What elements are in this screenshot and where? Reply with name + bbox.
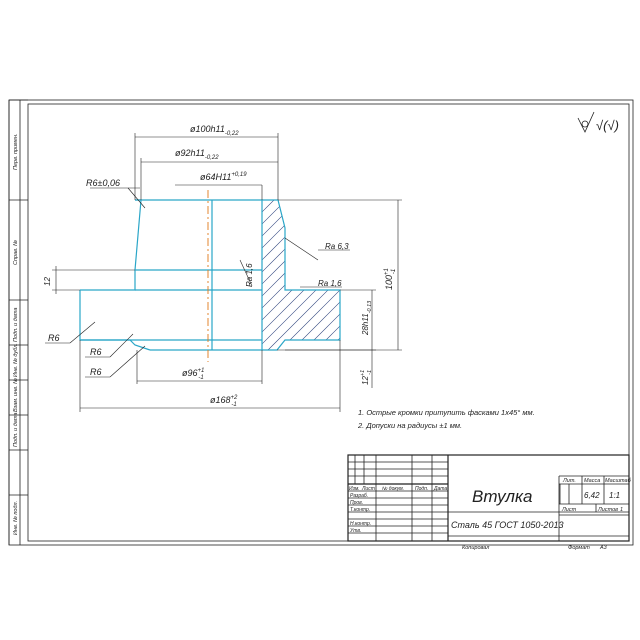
tb-sheet: Лист — [561, 507, 577, 513]
note-1: 1. Острые кромки притупить фасками 1х45°… — [358, 408, 535, 417]
side-stamp-column: Перв. примен. Справ. № Подп. и дата Инв.… — [8, 99, 28, 545]
tb-format: Формат — [568, 545, 590, 551]
tb-sheets-value: 1 — [620, 507, 623, 513]
tb-tkontr: Т.контр. — [350, 507, 370, 513]
tb-nkontr: Н.контр. — [350, 521, 371, 527]
stamp-label: Подп. и дата — [13, 308, 19, 342]
inner-frame — [27, 103, 630, 542]
dim-l28: 28h11-0,13 — [361, 300, 373, 336]
note-2: 2. Допуски на радиусы ±1 мм. — [357, 421, 462, 430]
dim-r6-c: R6 — [90, 367, 102, 377]
dim-d100: ø100h11-0,22 — [190, 124, 239, 137]
dim-d92: ø92h11-0,22 — [175, 148, 219, 161]
dim-l100: 100+1-1 — [384, 268, 397, 290]
dim-d64: ø64H11+0,19 — [200, 172, 247, 182]
stamp-label: Инв. № подл. — [13, 501, 19, 535]
tb-prov: Пров. — [350, 500, 363, 506]
stamp-label: Взам. инв. № — [13, 378, 19, 412]
tb-data: Дата — [433, 486, 447, 492]
tb-mass: Масса — [584, 478, 600, 484]
stamp-label: Перв. примен. — [13, 133, 19, 170]
title-block — [347, 454, 630, 542]
tb-lit: Лит. — [562, 478, 576, 484]
tb-format-value: А3 — [599, 545, 608, 551]
tb-mass-value: 6,42 — [584, 491, 600, 500]
stamp-label: Инв. № дубл. — [13, 343, 19, 377]
dim-l12b: 12+1-1 — [360, 370, 373, 385]
roughness-symbol-icon: √(√) — [577, 111, 619, 133]
tb-utv: Утв. — [350, 528, 361, 534]
tb-copied: Копировал — [462, 545, 489, 551]
tb-podp: Подп. — [415, 486, 428, 492]
stamp-label: Справ. № — [13, 240, 19, 265]
roughness-ra16-side: Ra 1,6 — [245, 263, 254, 287]
part-material: Сталь 45 ГОСТ 1050-2013 — [451, 520, 563, 530]
dim-r6-a: R6 — [48, 333, 60, 343]
tb-list: Лист — [361, 486, 375, 492]
outer-frame — [8, 99, 634, 546]
tb-ndoc: № докум. — [382, 486, 404, 492]
roughness-ra16-top: Ra 1,6 — [318, 279, 342, 288]
tb-izm: Изм. — [349, 486, 360, 492]
dim-r6-b: R6 — [90, 347, 102, 357]
tb-razrab: Разраб. — [350, 493, 368, 499]
dim-r6-tol: R6±0,06 — [86, 178, 120, 188]
part-title: Втулка — [472, 487, 533, 506]
roughness-general: √(√) — [596, 118, 619, 133]
dim-d168: ø168+2-1 — [210, 395, 238, 408]
dim-d96: ø96+1-1 — [182, 368, 204, 381]
tb-scale: Масштаб — [605, 478, 632, 484]
tb-scale-value: 1:1 — [609, 491, 620, 500]
dimension-lines — [45, 133, 402, 412]
stamp-label: Подп. и дата — [13, 413, 19, 447]
tb-sheets: Листов — [597, 507, 618, 513]
roughness-ra63: Ra 6,3 — [325, 242, 349, 251]
part-outline — [79, 199, 341, 351]
dim-l12: 12 — [43, 277, 52, 286]
